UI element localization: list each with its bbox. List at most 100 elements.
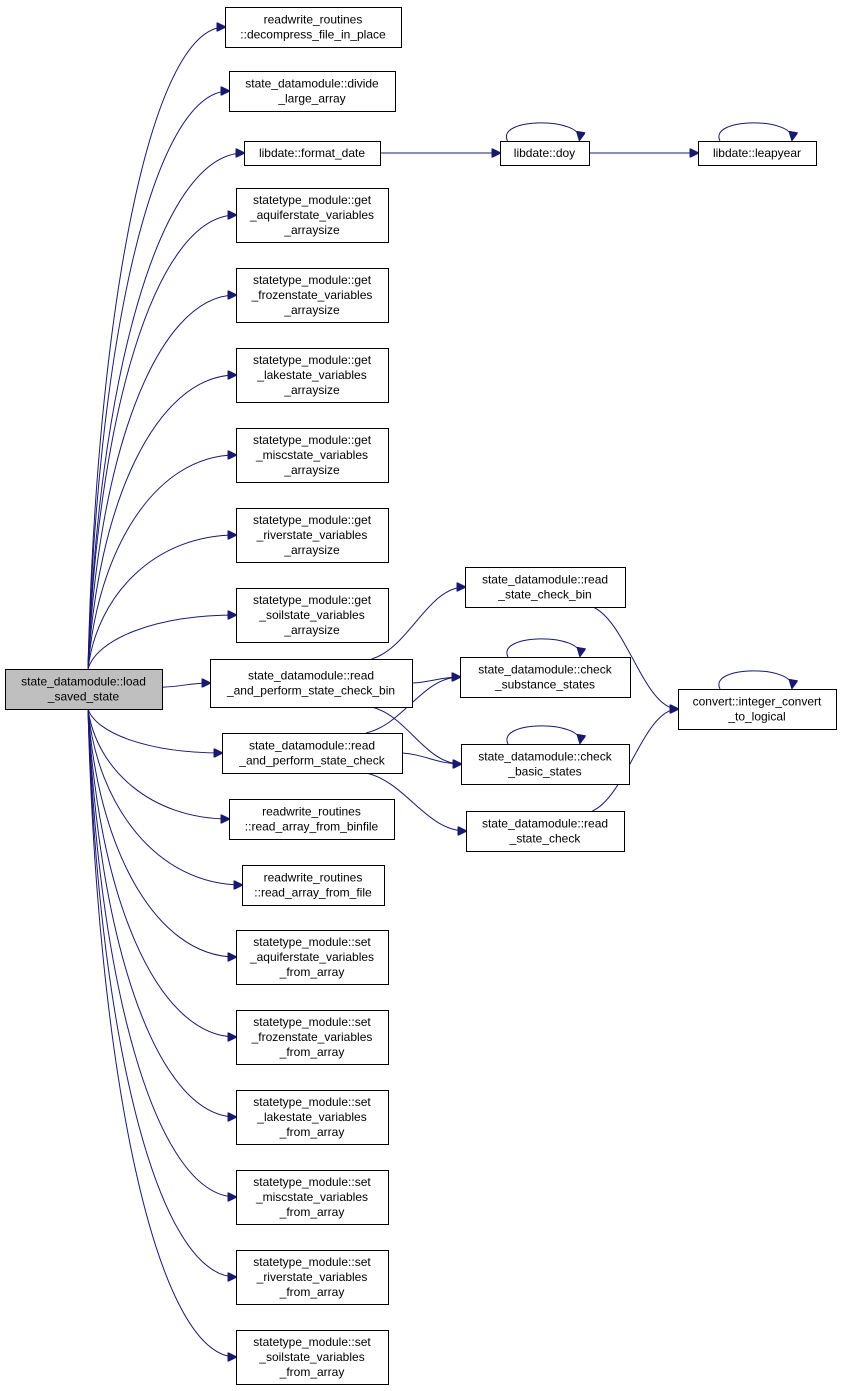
node-label: libdate::doy	[514, 146, 575, 160]
node-integer-convert[interactable]: convert::integer_convert_to_logical	[678, 689, 837, 730]
node-read-check[interactable]: state_datamodule::read_state_check	[466, 811, 625, 852]
node-label: statetype_module::get	[253, 193, 372, 207]
node-doy[interactable]: libdate::doy	[500, 141, 590, 166]
edge-root-to-divide	[87, 91, 229, 670]
node-set-soil[interactable]: statetype_module::set_soilstate_variable…	[236, 1330, 389, 1385]
node-set-aquifer[interactable]: statetype_module::set_aquiferstate_varia…	[236, 930, 389, 985]
node-label: _from_array	[279, 1125, 345, 1139]
node-label: _to_logical	[727, 710, 785, 724]
node-get-misc[interactable]: statetype_module::get_miscstate_variable…	[236, 428, 389, 483]
node-label: statetype_module::set	[253, 1175, 371, 1189]
node-set-misc[interactable]: statetype_module::set_miscstate_variable…	[236, 1170, 389, 1225]
node-set-river[interactable]: statetype_module::set_riverstate_variabl…	[236, 1250, 389, 1305]
node-get-soil[interactable]: statetype_module::get_soilstate_variable…	[236, 588, 389, 643]
node-label: _and_perform_state_check_bin	[226, 684, 395, 698]
node-box	[236, 930, 389, 985]
edge-root-to-set-misc	[87, 708, 236, 1197]
node-label: _saved_state	[47, 690, 120, 704]
edge-read-check-to-integer-convert	[592, 709, 678, 812]
node-box	[500, 141, 590, 166]
node-label: _aquiferstate_variables	[249, 208, 374, 222]
node-box	[461, 744, 630, 785]
node-label: libdate::format_date	[259, 146, 365, 160]
node-label: _riverstate_variables	[256, 528, 368, 542]
node-box	[460, 657, 631, 698]
edge-check-basic-to-check-basic	[506, 725, 580, 744]
node-label: _state_check	[509, 832, 582, 846]
node-box	[225, 7, 402, 48]
node-read-file[interactable]: readwrite_routines::read_array_from_file	[242, 865, 385, 906]
node-box	[236, 188, 389, 243]
node-format-date[interactable]: libdate::format_date	[244, 141, 381, 166]
node-set-lake[interactable]: statetype_module::set_lakestate_variable…	[236, 1090, 389, 1145]
edge-perform-to-check-basic	[401, 752, 461, 764]
node-root[interactable]: state_datamodule::load_saved_state	[5, 669, 163, 710]
node-label: _arraysize	[283, 463, 340, 477]
node-set-frozen[interactable]: statetype_module::set_frozenstate_variab…	[236, 1010, 389, 1065]
edge-root-to-set-lake	[87, 708, 236, 1117]
node-label: _miscstate_variables	[255, 1190, 368, 1204]
node-box	[236, 348, 389, 403]
node-get-frozen[interactable]: statetype_module::get_frozenstate_variab…	[236, 268, 389, 323]
node-label: statetype_module::set	[253, 1015, 371, 1029]
node-label: state_datamodule::read	[482, 573, 608, 587]
node-read-check-bin[interactable]: state_datamodule::read_state_check_bin	[465, 567, 626, 608]
node-label: state_datamodule::read	[482, 817, 608, 831]
node-get-lake[interactable]: statetype_module::get_lakestate_variable…	[236, 348, 389, 403]
node-box	[242, 865, 385, 906]
node-label: statetype_module::set	[253, 1255, 371, 1269]
node-box	[236, 1170, 389, 1225]
edge-root-to-read-file	[87, 708, 242, 885]
node-get-aquifer[interactable]: statetype_module::get_aquiferstate_varia…	[236, 188, 389, 243]
node-divide[interactable]: state_datamodule::divide_large_array	[229, 71, 396, 112]
edge-root-to-get-lake	[87, 375, 236, 670]
node-label: statetype_module::get	[253, 353, 372, 367]
node-label: statetype_module::set	[253, 935, 371, 949]
node-label: ::read_array_from_binfile	[245, 820, 379, 834]
edge-perform-bin-to-check-basic	[371, 706, 461, 764]
node-leapyear[interactable]: libdate::leapyear	[698, 141, 817, 166]
node-label: _lakestate_variables	[256, 368, 366, 382]
edge-root-to-perform	[87, 708, 222, 753]
edge-root-to-get-misc	[87, 455, 236, 670]
node-label: readwrite_routines	[262, 805, 361, 819]
node-read-binfile[interactable]: readwrite_routines::read_array_from_binf…	[229, 799, 395, 840]
node-label: _from_array	[279, 1205, 345, 1219]
node-box	[5, 669, 163, 710]
edge-root-to-get-river	[87, 535, 236, 670]
node-label: state_datamodule::check	[478, 663, 612, 677]
node-label: statetype_module::set	[253, 1095, 371, 1109]
node-label: _frozenstate_variables	[251, 288, 373, 302]
node-check-substance[interactable]: state_datamodule::check_substance_states	[460, 657, 631, 698]
node-label: _state_check_bin	[497, 588, 591, 602]
node-box	[244, 141, 381, 166]
node-box	[236, 1010, 389, 1065]
node-label: _frozenstate_variables	[251, 1030, 373, 1044]
node-label: _miscstate_variables	[255, 448, 368, 462]
edge-perform-to-read-check	[365, 772, 466, 831]
node-label: state_datamodule::divide	[245, 77, 379, 91]
edge-root-to-set-river	[87, 708, 236, 1277]
node-box	[236, 1090, 389, 1145]
node-get-river[interactable]: statetype_module::get_riverstate_variabl…	[236, 508, 389, 563]
node-label: ::read_array_from_file	[254, 886, 372, 900]
node-label: _arraysize	[283, 223, 340, 237]
edge-leapyear-to-leapyear	[718, 122, 792, 141]
node-box	[678, 689, 837, 730]
node-box	[465, 567, 626, 608]
edge-root-to-set-soil	[87, 708, 236, 1357]
node-label: _basic_states	[507, 765, 581, 779]
edge-perform-bin-to-read-check-bin	[371, 587, 465, 660]
node-label: _lakestate_variables	[256, 1110, 366, 1124]
node-check-basic[interactable]: state_datamodule::check_basic_states	[461, 744, 630, 785]
edge-root-to-format-date	[87, 153, 244, 670]
node-label: statetype_module::get	[253, 513, 372, 527]
node-box	[222, 733, 403, 774]
node-perform-bin[interactable]: state_datamodule::read_and_perform_state…	[210, 659, 413, 708]
node-box	[698, 141, 817, 166]
node-decompress[interactable]: readwrite_routines::decompress_file_in_p…	[225, 7, 402, 48]
node-label: _soilstate_variables	[258, 608, 364, 622]
edge-doy-to-doy	[505, 122, 579, 141]
node-label: _riverstate_variables	[256, 1270, 368, 1284]
node-perform[interactable]: state_datamodule::read_and_perform_state…	[222, 733, 403, 774]
